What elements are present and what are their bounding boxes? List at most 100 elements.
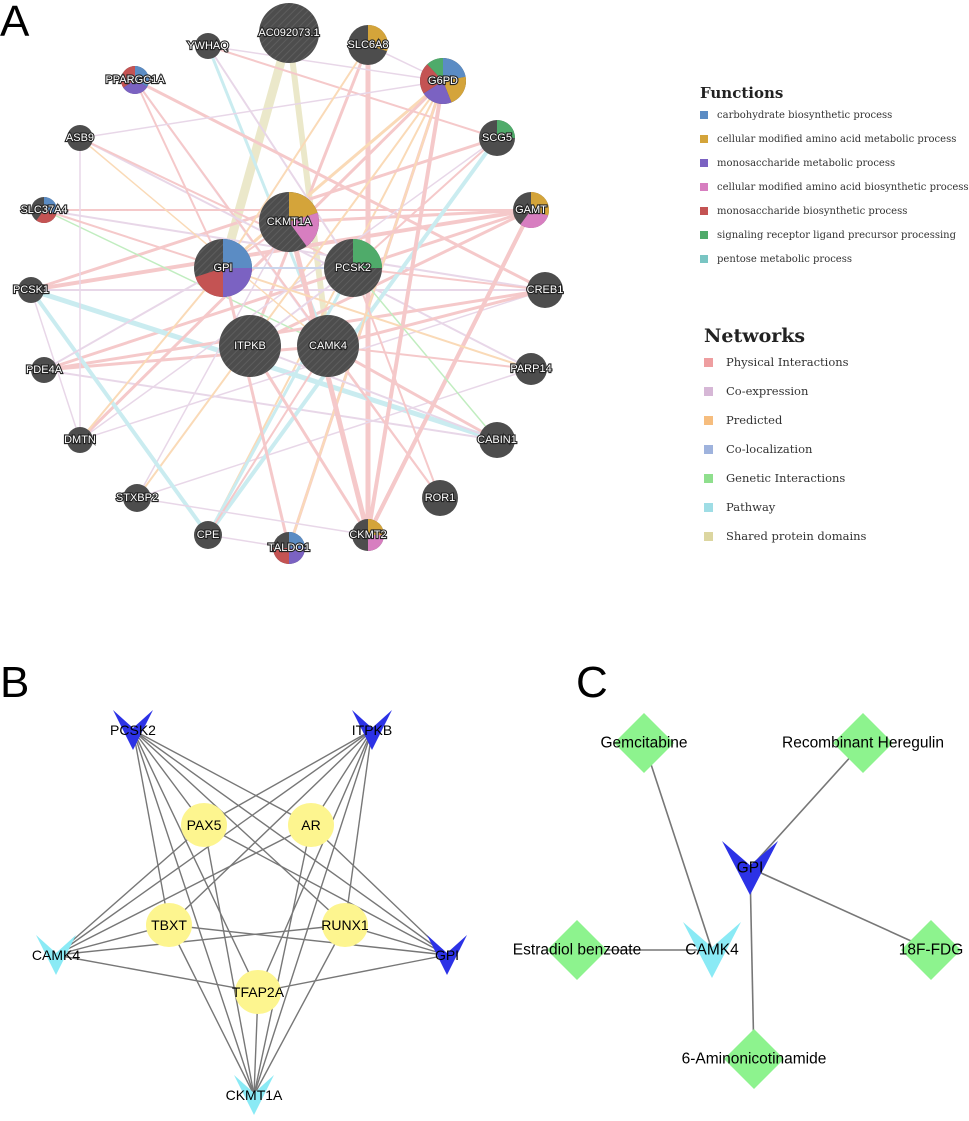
b-node-tbxt[interactable]: TBXT [146, 903, 192, 947]
c-node-heregulin[interactable]: Recombinant Heregulin [782, 713, 944, 773]
gene-node-scg5[interactable]: SCG5 [479, 120, 515, 156]
gene-node-ywhaq[interactable]: YWHAQ [186, 33, 230, 59]
gene-node-camk4[interactable]: CAMK4 [297, 315, 359, 377]
gene-node-label: PPARGC1A [105, 74, 165, 86]
function-slice [443, 58, 466, 81]
gene-node-asb9[interactable]: ASB9 [65, 125, 95, 151]
c-node-gemcitabine[interactable]: Gemcitabine [600, 713, 688, 773]
gene-node-itpkb[interactable]: ITPKB [219, 315, 281, 377]
regulation-edge [168, 729, 373, 926]
network-edge [327, 344, 498, 442]
gene-node-taldo1[interactable]: TALDO1 [267, 532, 311, 564]
regulation-edge [132, 729, 255, 1096]
panel-c-label: C [576, 658, 608, 707]
network-edge [207, 45, 354, 269]
b-node-ar[interactable]: AR [288, 803, 334, 847]
c-node-fdg[interactable]: 18F-FDG [899, 920, 964, 980]
regulation-edge [132, 729, 259, 993]
gene-node-label: YWHAQ [187, 40, 229, 52]
network-swatch [704, 503, 713, 512]
gene-node-label: ASB9 [66, 132, 94, 144]
b-node-label: PCSK2 [110, 722, 156, 738]
c-node-camk4[interactable]: CAMK4 [683, 922, 741, 978]
target-marker [427, 935, 467, 975]
gene-node-circle [479, 422, 515, 458]
c-node-label: CAMK4 [685, 942, 739, 959]
target-marker [113, 710, 153, 750]
gene-node-pcsk1[interactable]: PCSK1 [12, 277, 50, 303]
network-swatch [704, 532, 713, 541]
c-node-aminonicotinamide[interactable]: 6-Aminonicotinamide [682, 1029, 827, 1089]
gene-node-gpi[interactable]: GPI [194, 239, 252, 297]
gene-node-ckmt2[interactable]: CKMT2 [348, 519, 388, 551]
drug-diamond [724, 1029, 784, 1089]
gene-node-circle [123, 484, 151, 512]
c-node-gpi[interactable]: GPI [722, 841, 778, 895]
network-edge [221, 267, 291, 549]
gene-node-label: STXBP2 [116, 492, 158, 504]
network-edge [352, 137, 498, 269]
b-node-pax5[interactable]: PAX5 [181, 803, 227, 847]
gene-node-circle [18, 277, 44, 303]
b-node-itpkb[interactable]: ITPKB [352, 710, 392, 750]
b-node-tfap2a[interactable]: TFAP2A [232, 970, 285, 1014]
drug-edge [643, 742, 713, 951]
network-edge [43, 209, 224, 269]
network-edge [207, 345, 329, 536]
gene-node-cabin1[interactable]: CABIN1 [476, 422, 518, 458]
function-swatch [700, 111, 708, 119]
b-node-ckmt1a[interactable]: CKMT1A [226, 1075, 283, 1115]
tf-node-circle [235, 970, 281, 1014]
gene-node-gamt[interactable]: GAMT [513, 192, 549, 228]
b-node-camk4[interactable]: CAMK4 [32, 935, 80, 975]
b-node-runx1[interactable]: RUNX1 [321, 903, 369, 947]
panel-a-legend: Functions carbohydrate biosynthetic proc… [700, 84, 969, 543]
gene-node-slc6a8[interactable]: SLC6A8 [346, 25, 390, 65]
network-edge [249, 345, 498, 441]
network-edge [286, 221, 371, 536]
tf-node-circle [322, 903, 368, 947]
regulation-edge [132, 729, 170, 926]
network-edge [327, 345, 441, 499]
function-slice [497, 120, 515, 138]
gene-node-creb1[interactable]: CREB1 [526, 272, 564, 308]
network-edge [136, 497, 369, 536]
network-edge [79, 137, 354, 269]
target-marker [36, 935, 76, 975]
regulation-edge [132, 729, 448, 956]
b-node-gpi[interactable]: GPI [427, 935, 467, 975]
gene-node-pcsk2[interactable]: PCSK2 [324, 239, 382, 297]
b-node-label: CAMK4 [32, 947, 80, 963]
gene-node-stxbp2[interactable]: STXBP2 [115, 484, 159, 512]
network-edge [222, 79, 444, 270]
network-label: Genetic Interactions [726, 471, 845, 485]
gene-node-label: SLC6A8 [348, 39, 389, 51]
gene-node-ppargc1a[interactable]: PPARGC1A [104, 66, 166, 94]
network-edge [366, 209, 533, 536]
gene-node-parp14[interactable]: PARP14 [509, 353, 553, 385]
gene-node-g6pd[interactable]: G6PD [420, 58, 466, 104]
gene-node-label: PCSK2 [335, 262, 371, 274]
function-swatch [700, 183, 708, 191]
b-node-pcsk2[interactable]: PCSK2 [110, 710, 156, 750]
network-swatch [704, 358, 713, 367]
gene-node-circle [422, 480, 458, 516]
regulation-edge [55, 924, 346, 956]
network-edge [218, 31, 294, 270]
network-edge [352, 267, 546, 291]
b-node-label: CKMT1A [226, 1087, 283, 1103]
gene-node-slc37a4[interactable]: SLC37A4 [19, 197, 69, 224]
gene-node-ror1[interactable]: ROR1 [422, 480, 458, 516]
gene-node-pde4a[interactable]: PDE4A [25, 357, 64, 383]
function-label: signaling receptor ligand precursor proc… [717, 230, 957, 241]
gene-node-dmtn[interactable]: DMTN [63, 427, 97, 453]
gene-node-label: CREB1 [527, 284, 564, 296]
gene-node-cpe[interactable]: CPE [194, 521, 222, 549]
function-label: monosaccharide metabolic process [717, 158, 895, 169]
gene-node-ac092073[interactable]: AC092073.1 [257, 3, 321, 63]
function-slice [121, 66, 135, 88]
c-node-estradiol[interactable]: Estradiol benzoate [513, 920, 641, 980]
network-edge [136, 368, 532, 499]
gene-node-ckmt1a[interactable]: CKMT1A [259, 192, 320, 252]
